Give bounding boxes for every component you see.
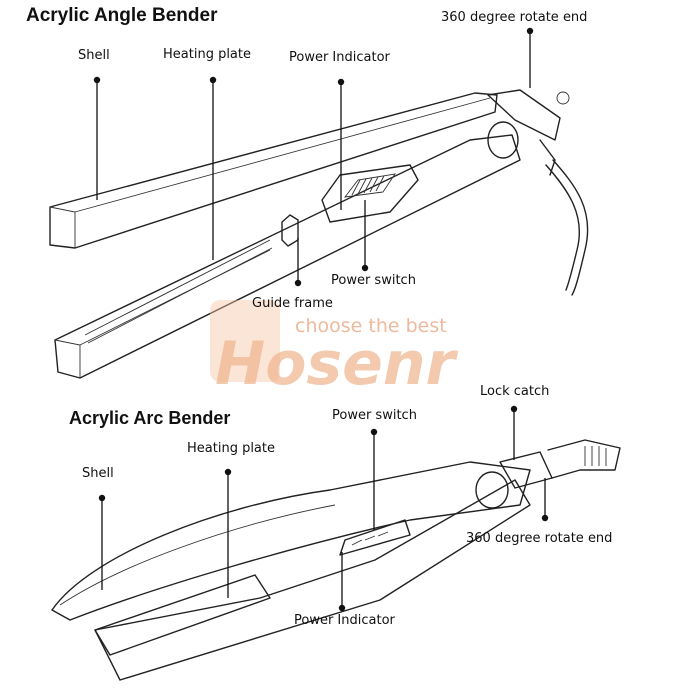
angle-bender-upper-arm (49, 92, 498, 249)
angle-label-power-indicator: Power Indicator (289, 50, 391, 65)
arc-power-cord (547, 439, 621, 479)
arc-bender-title: Acrylic Arc Bender (69, 408, 230, 428)
arc-bender-drawing (51, 439, 621, 681)
angle-bender-drawing (49, 89, 589, 379)
angle-dot-rotate-end (526, 27, 534, 35)
watermark-tagline: choose the best (295, 315, 447, 337)
angle-label-heating-plate: Heating plate (163, 47, 251, 62)
watermark-logo-mark (210, 300, 280, 382)
angle-dot-guide-frame (294, 279, 302, 287)
arc-dot-rotate-end (541, 514, 549, 522)
arc-hinge-knob (475, 471, 509, 509)
angle-label-power-switch: Power switch (331, 273, 416, 288)
arc-dot-shell (98, 494, 106, 502)
angle-label-rotate-end: 360 degree rotate end (441, 10, 587, 25)
angle-dot-power-indicator (337, 78, 345, 86)
angle-dot-heating-plate (209, 76, 217, 84)
angle-label-shell: Shell (78, 48, 110, 63)
angle-guide-frame-shape (281, 214, 299, 247)
angle-label-guide-frame: Guide frame (252, 296, 333, 311)
arc-bender-upper-arm (51, 461, 531, 621)
arc-bender-lower-arm (94, 479, 531, 681)
arc-heating-plate-shape (94, 574, 271, 656)
arc-label-lock-catch: Lock catch (480, 384, 549, 399)
angle-hinge-knob (487, 121, 519, 159)
watermark: choose the best Hosenr (210, 300, 459, 399)
arc-label-rotate-end: 360 degree rotate end (466, 531, 612, 546)
angle-bender-lower-arm (54, 134, 521, 379)
angle-heating-plate-shape (84, 239, 273, 344)
arc-label-power-indicator: Power Indicator (294, 613, 396, 628)
arc-label-power-switch: Power switch (332, 408, 417, 423)
angle-dot-shell (93, 76, 101, 84)
angle-bender-title: Acrylic Angle Bender (26, 5, 218, 26)
arc-dot-lock-catch (510, 405, 518, 413)
arc-switch-shape (339, 519, 411, 556)
angle-rotate-end-shape (487, 89, 561, 141)
arc-dot-heating-plate (224, 468, 232, 476)
angle-dot-power-switch (361, 264, 369, 272)
angle-power-cord (552, 159, 589, 296)
arc-label-heating-plate: Heating plate (187, 441, 275, 456)
watermark-brand: Hosenr (215, 329, 459, 399)
arc-dot-power-switch (370, 428, 378, 436)
angle-switch-housing (321, 164, 419, 223)
arc-label-shell: Shell (82, 466, 114, 481)
arc-dot-power-indicator (338, 604, 346, 612)
